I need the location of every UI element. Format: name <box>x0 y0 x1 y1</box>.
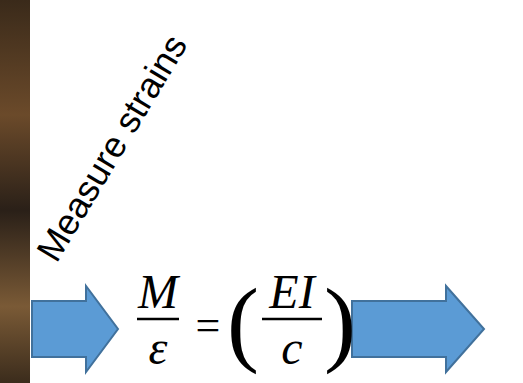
equals-sign: = <box>196 304 221 348</box>
numerator: M <box>138 268 178 316</box>
numerator: EI <box>269 268 314 316</box>
denominator: ε <box>149 324 168 372</box>
block-arrow <box>352 286 484 372</box>
denominator: c <box>281 324 302 372</box>
fraction-bar <box>262 318 322 321</box>
photo-strip <box>0 0 30 383</box>
block-arrow <box>32 286 118 372</box>
step-label: Measure strains <box>31 29 194 267</box>
parenthesis: ) <box>324 274 356 370</box>
fraction-bar <box>137 318 179 321</box>
parenthesis: ( <box>227 274 259 370</box>
